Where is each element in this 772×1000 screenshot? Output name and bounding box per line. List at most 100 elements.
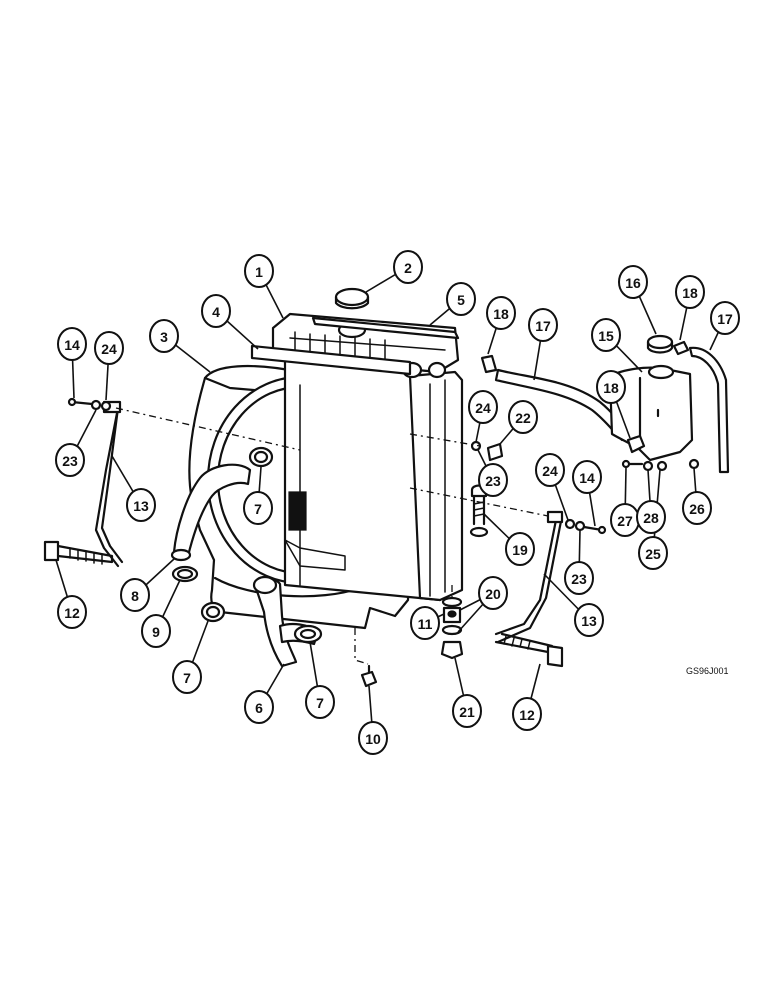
callout-1: 1 — [244, 254, 274, 288]
callout-circle — [478, 576, 508, 610]
callout-number: 7 — [316, 695, 324, 711]
callout-3: 3 — [149, 319, 179, 353]
callout-13: 13 — [574, 603, 604, 637]
callout-number: 26 — [689, 501, 705, 517]
hose-clamp — [171, 565, 199, 583]
callout-12: 12 — [512, 697, 542, 731]
callout-16: 16 — [618, 265, 648, 299]
callout-number: 23 — [571, 571, 587, 587]
callout-2: 2 — [393, 250, 423, 284]
callout-circle — [244, 690, 274, 724]
drain-valve — [354, 628, 378, 688]
callout-number: 14 — [579, 470, 595, 486]
radiator-cap — [334, 287, 370, 310]
callout-number: 23 — [485, 473, 501, 489]
upper-hose — [170, 463, 252, 562]
callout-number: 12 — [64, 605, 80, 621]
callout-number: 28 — [643, 510, 659, 526]
callout-number: 21 — [459, 704, 475, 720]
callout-circle — [591, 318, 621, 352]
callout-10: 10 — [358, 721, 388, 755]
callout-number: 11 — [418, 616, 433, 632]
callout-circle — [172, 660, 202, 694]
callout-circle — [468, 390, 498, 424]
callout-number: 7 — [254, 501, 262, 517]
callout-circle — [120, 578, 150, 612]
callout-number: 17 — [535, 318, 551, 334]
callout-circle — [535, 453, 565, 487]
left-centerline — [115, 407, 301, 451]
callout-number: 24 — [542, 463, 558, 479]
callout-number: 25 — [645, 546, 661, 562]
callout-5: 5 — [446, 282, 476, 316]
callout-circle — [574, 603, 604, 637]
callout-number: 3 — [160, 329, 168, 345]
callout-23: 23 — [564, 561, 594, 595]
callout-24: 24 — [535, 453, 565, 487]
callout-number: 24 — [101, 341, 117, 357]
callout-circle — [505, 532, 535, 566]
callout-7: 7 — [305, 685, 335, 719]
callout-18: 18 — [596, 370, 626, 404]
callout-21: 21 — [452, 694, 482, 728]
callout-9: 9 — [141, 614, 171, 648]
callout-20: 20 — [478, 576, 508, 610]
callout-circle — [244, 254, 274, 288]
callout-19: 19 — [505, 532, 535, 566]
callout-circle — [710, 301, 740, 335]
callout-circle — [126, 488, 156, 522]
callout-circle — [393, 250, 423, 284]
callout-number: 24 — [475, 400, 491, 416]
callout-number: 13 — [581, 613, 597, 629]
hose-clamp — [200, 601, 226, 623]
callout-circle — [508, 400, 538, 434]
expansion-tank — [608, 364, 694, 462]
callout-circle — [596, 370, 626, 404]
hose-clamp — [248, 446, 274, 468]
callout-6: 6 — [244, 690, 274, 724]
callout-23: 23 — [478, 463, 508, 497]
callout-18: 18 — [675, 275, 705, 309]
left-fasteners — [67, 397, 112, 412]
callout-circle — [358, 721, 388, 755]
callout-4: 4 — [201, 294, 231, 328]
callout-14: 14 — [572, 460, 602, 494]
callout-number: 20 — [485, 586, 501, 602]
callout-circle — [675, 275, 705, 309]
callout-17: 17 — [528, 308, 558, 342]
callout-22: 22 — [508, 400, 538, 434]
callout-24: 24 — [468, 390, 498, 424]
callout-circle — [57, 327, 87, 361]
callout-23: 23 — [55, 443, 85, 477]
callout-number: 2 — [404, 260, 412, 276]
hose-clamp — [293, 624, 323, 644]
callout-27: 27 — [610, 503, 640, 537]
callout-circle — [512, 697, 542, 731]
callout-circle — [528, 308, 558, 342]
drawing-code: GS96J001 — [686, 666, 729, 676]
expansion-tank-cap — [646, 334, 674, 354]
right-centerline — [409, 487, 549, 517]
callout-number: 18 — [682, 285, 698, 301]
tank-mount-hardware — [621, 458, 700, 472]
callout-number: 18 — [493, 306, 509, 322]
right-bolt — [494, 632, 564, 668]
callout-circle — [141, 614, 171, 648]
callout-8: 8 — [120, 578, 150, 612]
callout-number: 13 — [133, 498, 149, 514]
seal-strip — [250, 344, 412, 376]
callout-17: 17 — [710, 301, 740, 335]
callout-number: 19 — [512, 542, 528, 558]
callout-number: 1 — [255, 264, 263, 280]
callout-number: 4 — [212, 304, 220, 320]
mount-isolator — [440, 596, 464, 660]
callout-18: 18 — [486, 296, 516, 330]
callout-circle — [94, 331, 124, 365]
callout-number: 23 — [62, 453, 78, 469]
right-fasteners — [564, 518, 607, 535]
callout-circle — [572, 460, 602, 494]
right-support-rod — [494, 510, 564, 644]
callout-25: 25 — [638, 536, 668, 570]
vent-hose — [688, 346, 730, 474]
